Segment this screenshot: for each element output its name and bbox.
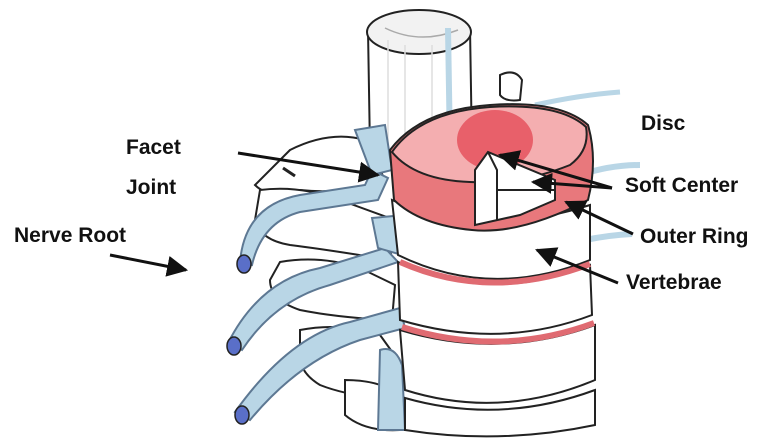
- soft-center-label: Soft Center: [625, 174, 738, 197]
- nerve-root-label: Nerve Root: [14, 224, 126, 247]
- top-disc: [390, 104, 593, 230]
- disc-label: Disc: [641, 112, 686, 135]
- facet-label-line1: Facet: [126, 136, 181, 159]
- facet-label-line2: Joint: [126, 176, 176, 199]
- vertebral-bodies: [392, 200, 595, 436]
- outer-ring-label: Outer Ring: [640, 225, 749, 248]
- vertebrae-label: Vertebrae: [626, 271, 722, 294]
- nerve-root-arrow: [110, 255, 186, 270]
